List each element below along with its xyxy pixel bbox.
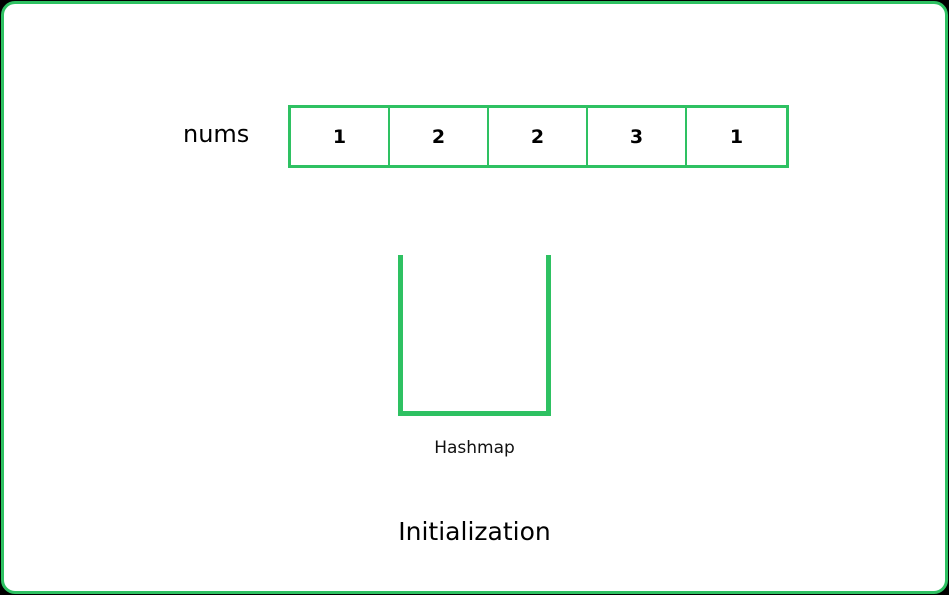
nums-array: 1 2 2 3 1 xyxy=(288,105,789,168)
array-cell-4: 1 xyxy=(729,125,744,148)
array-cell-3: 3 xyxy=(588,108,687,165)
array-cell-2: 2 xyxy=(489,108,588,165)
hashmap-label: Hashmap xyxy=(434,438,515,458)
step-caption: Initialization xyxy=(398,517,551,546)
array-label: nums xyxy=(183,120,250,148)
hashmap-bucket xyxy=(398,255,551,416)
array-cell-0: 1 xyxy=(291,108,390,165)
array-cell-1: 2 xyxy=(390,108,489,165)
